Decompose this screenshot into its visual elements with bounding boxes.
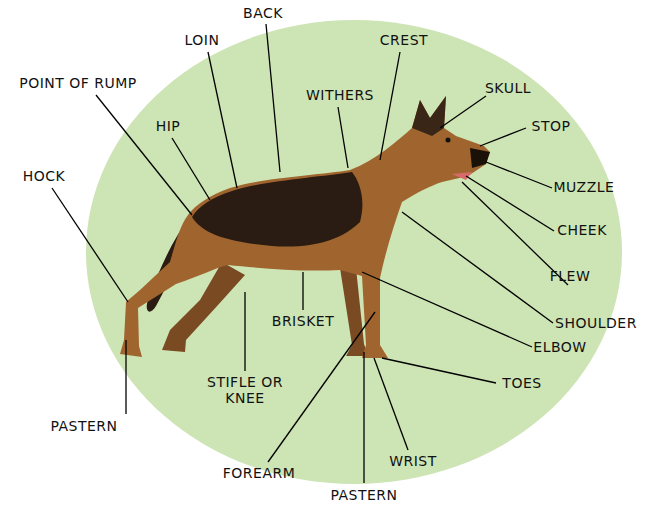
leader-line <box>302 272 303 310</box>
leader-line <box>380 52 400 160</box>
part-label: PASTERN <box>330 487 397 503</box>
black-saddle <box>192 172 362 247</box>
leader-line <box>466 176 554 231</box>
leader-line <box>402 212 553 323</box>
part-label: FLEW <box>550 268 591 284</box>
part-label: LOIN <box>185 32 220 48</box>
part-label: CREST <box>380 32 428 48</box>
tongue <box>452 172 472 180</box>
leader-line <box>374 358 408 450</box>
part-label: CHEEK <box>557 222 607 238</box>
part-label: WRIST <box>389 453 437 469</box>
part-label: BACK <box>243 5 283 21</box>
leader-line <box>480 128 526 146</box>
leader-line <box>208 52 237 188</box>
part-label: MUZZLE <box>554 179 615 195</box>
part-label: SKULL <box>485 80 531 96</box>
part-label: PASTERN <box>50 418 117 434</box>
leader-line <box>440 96 486 128</box>
leader-line <box>486 162 552 188</box>
muzzle-dark <box>470 148 490 168</box>
leader-line <box>125 340 126 414</box>
leader-line <box>52 188 128 302</box>
ears <box>412 96 446 136</box>
part-label: STIFLE OR KNEE <box>205 374 285 406</box>
part-label: TOES <box>502 375 541 391</box>
leader-line <box>363 352 364 483</box>
leader-line <box>382 358 496 383</box>
part-label: BRISKET <box>272 313 334 329</box>
leader-line <box>266 24 280 172</box>
part-label: HOCK <box>23 168 66 184</box>
part-label: HIP <box>156 118 181 134</box>
eye <box>446 138 451 143</box>
leader-line <box>244 292 245 371</box>
part-label: FOREARM <box>223 465 296 481</box>
dog-body <box>120 96 490 358</box>
leader-line <box>268 312 375 462</box>
leader-line <box>338 107 348 168</box>
leader-line <box>96 95 192 215</box>
part-label: WITHERS <box>306 87 374 103</box>
part-label: SHOULDER <box>555 315 637 331</box>
part-label: STOP <box>532 118 571 134</box>
leader-line <box>362 272 532 347</box>
part-label: POINT OF RUMP <box>19 75 137 91</box>
leader-line <box>172 138 210 200</box>
background-circle <box>86 20 622 484</box>
part-label: ELBOW <box>533 339 586 355</box>
leader-lines <box>52 24 568 483</box>
